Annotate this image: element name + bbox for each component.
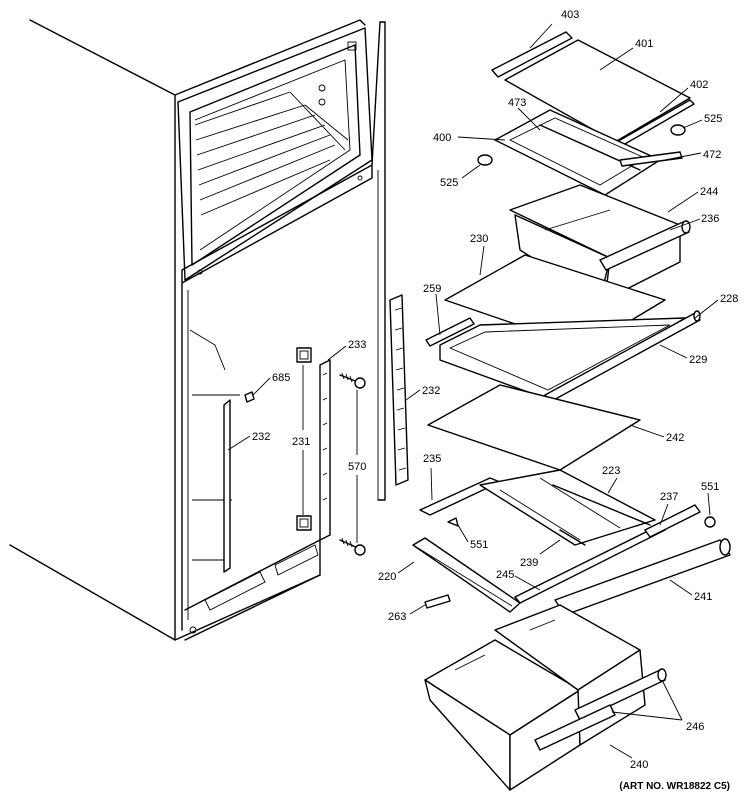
callout-237: 237 [660,491,678,503]
glass-shelf-242 [427,384,641,471]
callout-401: 401 [635,38,653,50]
callout-232-center: 232 [422,385,440,397]
callout-245: 245 [496,569,514,581]
callout-labels: 403 401 402 473 400 525 525 472 244 236 … [252,9,738,771]
callout-220: 220 [378,571,396,583]
rail-237 [644,504,701,538]
glass-shelf-401 [504,39,691,143]
art-number: (ART NO. WR18822 C5) [619,781,730,792]
callout-244: 244 [700,186,718,198]
callout-259: 259 [423,283,441,295]
support-rail-233 [319,359,331,541]
trim-259 [425,317,475,347]
clips-551 [447,516,716,528]
callout-223: 223 [602,465,620,477]
slide-472 [619,151,683,167]
callout-232-left: 232 [252,431,270,443]
callout-400: 400 [433,132,451,144]
callout-229: 229 [689,354,707,366]
callout-263: 263 [388,611,406,623]
callout-241: 241 [694,591,712,603]
screw-685 [244,391,255,403]
callout-239: 239 [520,557,538,569]
callout-235: 235 [423,453,441,465]
callout-228: 228 [720,293,738,305]
callout-402: 402 [690,79,708,91]
callout-473: 473 [508,97,526,109]
callout-leaders [227,23,719,759]
callout-236: 236 [701,213,719,225]
callout-246: 246 [686,721,704,733]
callout-233: 233 [348,339,366,351]
spacer-263 [424,594,451,609]
rod-241 [554,538,731,616]
bracket-231 [296,347,312,531]
callout-551-right: 551 [701,481,719,493]
callout-525-right: 525 [704,113,722,125]
callout-240: 240 [630,759,648,771]
callout-230: 230 [470,233,488,245]
rods-246 [534,668,667,751]
shelf-rail-center [389,294,409,486]
callout-231: 231 [292,436,310,448]
callout-525-left: 525 [440,177,458,189]
cabinet-liner [9,19,386,641]
callout-472: 472 [703,149,721,161]
callout-685: 685 [272,372,290,384]
callout-551-left: 551 [470,539,488,551]
callout-403: 403 [561,9,579,21]
rod-236 [599,220,691,271]
callout-570: 570 [348,461,366,473]
callout-242: 242 [666,432,684,444]
stops-525 [477,124,686,166]
screws-570 [339,372,366,556]
slide-assembly-223 [419,469,656,546]
shelf-rail-left [223,399,231,573]
shelf-trim-403 [491,31,573,78]
